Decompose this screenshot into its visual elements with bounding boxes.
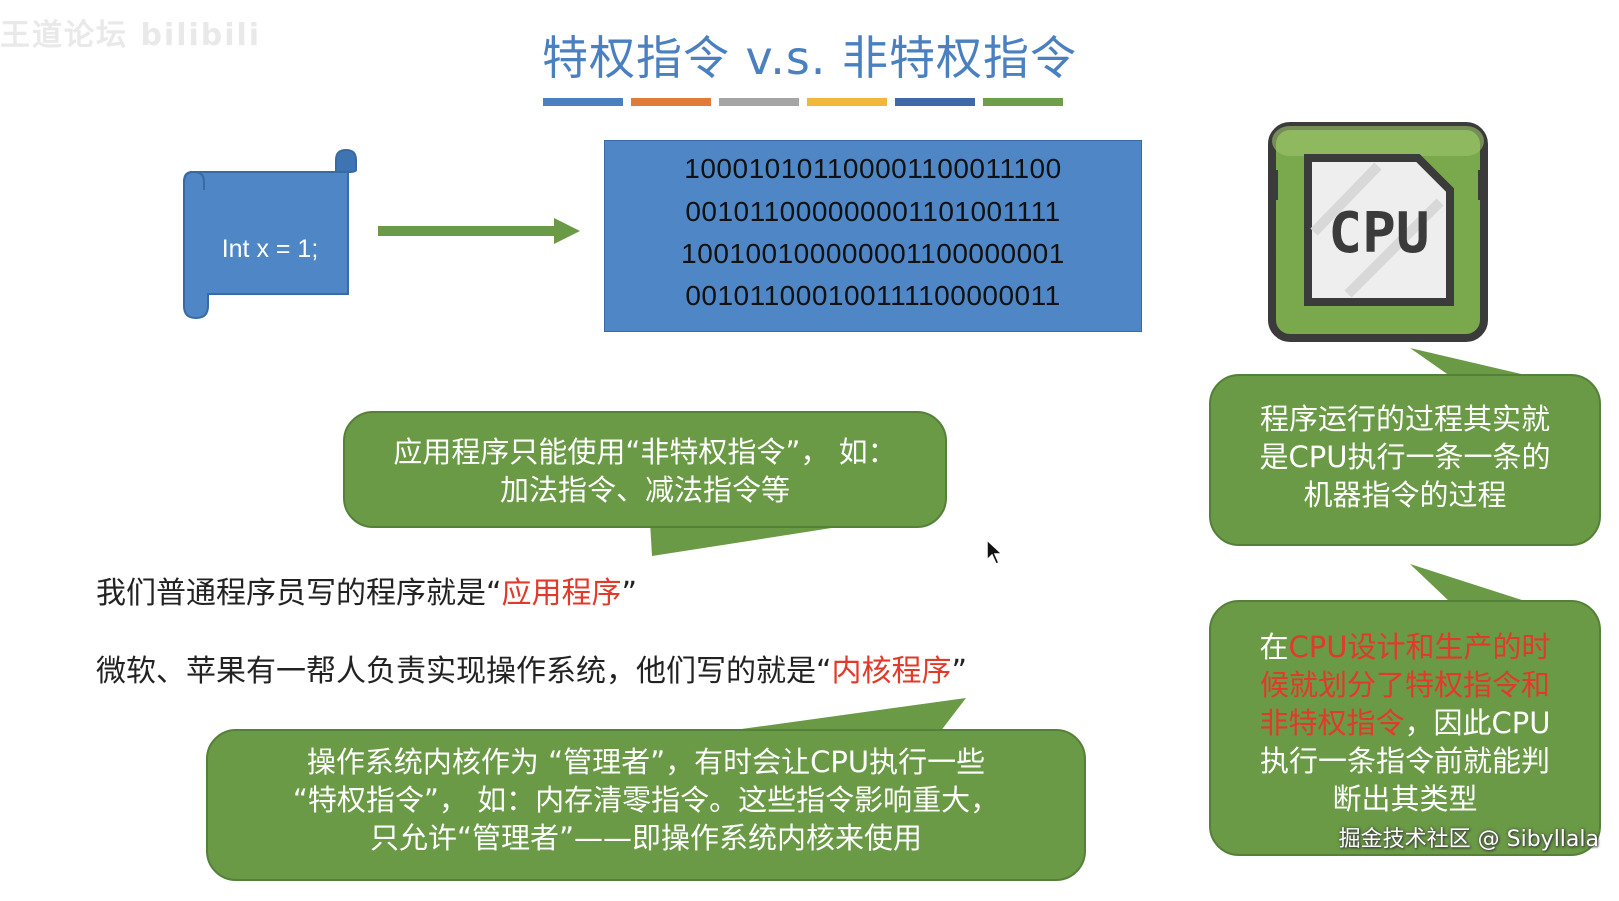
cpu-icon-label: CPU (1328, 201, 1429, 266)
app-line-prefix: 我们普通程序员写的程序就是“ (96, 576, 502, 611)
app-line-highlight: 应用程序 (501, 576, 622, 611)
binary-line: 00101100000000110100111​1 (685, 196, 1061, 227)
binary-line: 10001010110000110001110​0 (684, 153, 1062, 184)
cpu-design-suffix-3: ，因此CPU (1404, 706, 1551, 740)
callout-cpu-design: 在CPU设计和生产的时 候就划分了特权指令和 非特权指令，因此CPU 执行一条指… (1209, 600, 1601, 856)
mouse-cursor-icon (986, 538, 1004, 565)
callout-cpu-design-line-4: 执行一条指令前就能判 (1259, 744, 1550, 778)
binary-line: 00101100010011110000001​1 (685, 280, 1061, 311)
cpu-design-red-2: 候就划分了特权指令和 (1259, 668, 1550, 702)
callout-tail (650, 522, 870, 556)
kernel-program-line: 微软、苹果有一帮人负责实现操作系统，他们写的就是“内核程序” (96, 646, 967, 690)
title-bar-segment (807, 98, 887, 106)
kernel-line-highlight: 内核程序 (831, 654, 952, 689)
callout-kernel-line-1: 操作系统内核作为 “管理者”，有时会让CPU执行一些 (306, 745, 986, 779)
callout-cpu-execution: 程序运行的过程其实就 是CPU执行一条一条的 机器指令的过程 (1209, 374, 1601, 546)
callout-app-line-2: 加法指令、减法指令等 (499, 473, 790, 507)
callout-kernel-line-3: 只允许“管理者”——即操作系统内核来使用 (369, 821, 923, 855)
right-arrow-icon (378, 218, 580, 244)
callout-cpu-design-line-1: 在CPU设计和生产的时 (1211, 628, 1599, 666)
callout-app-program: 应用程序只能使用“非特权指令”， 如： 加法指令、减法指令等 (343, 411, 947, 528)
callout-cpu-run-line-3: 机器指令的过程 (1303, 478, 1507, 512)
callout-tail (1410, 348, 1530, 376)
cpu-design-red-3: 非特权指令 (1259, 706, 1405, 740)
callout-kernel-program: 操作系统内核作为 “管理者”，有时会让CPU执行一些 “特权指令”， 如：内存清… (206, 729, 1086, 881)
title-bar-segment (983, 98, 1063, 106)
callout-cpu-run-line-2: 是CPU执行一条一条的 (1259, 440, 1551, 474)
title-bar-segment (895, 98, 975, 106)
watermark-top: 王道论坛 bilibili (0, 18, 262, 53)
callout-cpu-design-line-5: 断出其类型 (1332, 782, 1478, 816)
title-bar-segment (719, 98, 799, 106)
callout-tail (1410, 564, 1528, 602)
machine-code-box: 10001010110000110001110​0 00101100000000… (604, 140, 1142, 332)
cpu-icon: CPU (1268, 122, 1488, 342)
kernel-line-suffix: ” (951, 654, 968, 689)
code-line-1: Int x = 1; (221, 235, 319, 263)
title-bar-segment (631, 98, 711, 106)
watermark-bottom: 掘金技术社区 @ Sibyllala (1338, 827, 1599, 852)
code-snippet: Int x = 1; x++; (205, 192, 335, 382)
binary-line: 10010010000000110000000​1 (681, 238, 1065, 269)
callout-cpu-run-line-1: 程序运行的过程其实就 (1259, 402, 1550, 436)
page-title: 特权指令 v.s. 非特权指令 (541, 31, 1078, 85)
callout-app-line-1: 应用程序只能使用“非特权指令”， 如： (393, 435, 897, 469)
callout-cpu-design-line-3: 非特权指令，因此CPU (1211, 704, 1599, 742)
cpu-design-red-1: CPU设计和生产的时 (1288, 630, 1551, 664)
callout-tail (720, 698, 966, 732)
app-line-suffix: ” (621, 576, 638, 611)
code-line-2: x++; (245, 311, 295, 339)
cpu-design-prefix: 在 (1259, 630, 1289, 664)
app-program-line: 我们普通程序员写的程序就是“应用程序” (96, 568, 637, 612)
code-scroll-icon (183, 148, 357, 320)
title-bar-segment (543, 98, 623, 106)
kernel-line-prefix: 微软、苹果有一帮人负责实现操作系统，他们写的就是“ (96, 654, 832, 689)
callout-kernel-line-2: “特权指令”， 如：内存清零指令。这些指令影响重大， (292, 783, 1000, 817)
